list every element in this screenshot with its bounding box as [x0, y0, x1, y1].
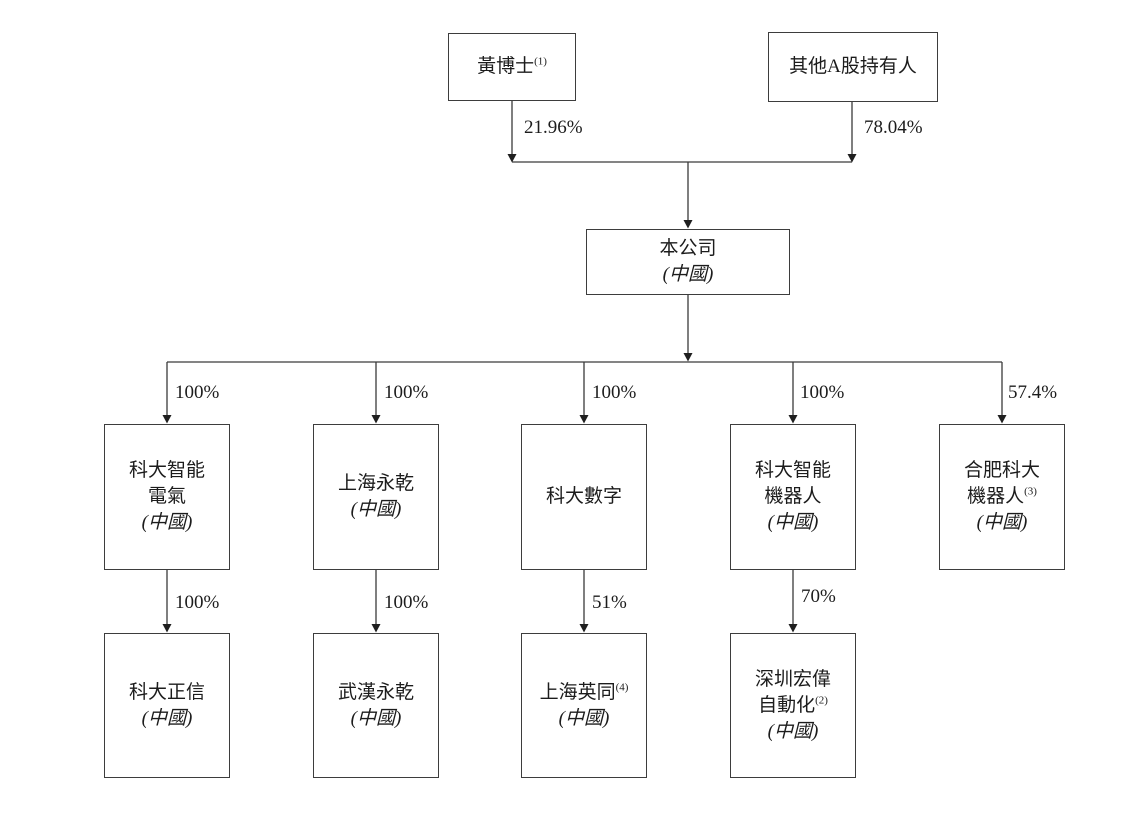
ownership-percentage: 100% [175, 592, 220, 613]
entity-name: 科大智能 [754, 460, 831, 481]
footnote-ref: (1) [534, 55, 547, 68]
entity-country: (中國) [141, 512, 193, 533]
ownership-percentage: 57.4% [1008, 382, 1058, 403]
ownership-percentage: 100% [384, 382, 429, 403]
node-keda-zhengxin: 科大正信 (中國) [104, 633, 230, 778]
entity-name: 深圳宏偉 [754, 668, 831, 690]
entity-name: 科大正信 [128, 681, 205, 703]
entity-name: 上海英同(4) [539, 681, 629, 703]
node-company: 本公司 (中國) [586, 229, 790, 295]
ownership-percentage: 100% [800, 382, 845, 403]
entity-name: 黃博士(1) [477, 55, 547, 77]
entity-name: 武漢永乾 [337, 681, 414, 703]
entity-name: 上海永乾 [337, 473, 414, 494]
node-keda-smart-electric: 科大智能 電氣 (中國) [104, 424, 230, 570]
node-other-a-shareholders: 其他A股持有人 [768, 32, 938, 102]
entity-country: (中國) [976, 512, 1028, 533]
entity-name-line2: 機器人 [764, 486, 822, 507]
entity-name: 其他A股持有人 [789, 56, 917, 77]
entity-name-line2: 電氣 [147, 486, 186, 507]
entity-country: (中國) [767, 512, 819, 533]
node-shenzhen-hongwei-automation: 深圳宏偉 自動化(2) (中國) [730, 633, 856, 778]
ownership-percentage: 51% [592, 592, 627, 613]
entity-name-line2: 自動化(2) [758, 694, 828, 716]
node-keda-smart-robot: 科大智能 機器人 (中國) [730, 424, 856, 570]
entity-country: (中國) [350, 499, 402, 520]
ownership-percentage: 70% [801, 586, 836, 607]
entity-country: (中國) [767, 720, 819, 742]
entity-country: (中國) [662, 264, 714, 285]
ownership-percentage: 100% [175, 382, 220, 403]
ownership-percentage-huang: 21.96% [524, 117, 583, 138]
ownership-percentage-other-a: 78.04% [864, 117, 923, 138]
entity-name: 合肥科大 [963, 460, 1040, 481]
ownership-percentage: 100% [592, 382, 637, 403]
entity-country: (中國) [558, 707, 610, 729]
node-wuhan-yongqian: 武漢永乾 (中國) [313, 633, 439, 778]
entity-name: 科大智能 [128, 460, 205, 481]
entity-name: 本公司 [659, 238, 717, 259]
node-shanghai-yingtong: 上海英同(4) (中國) [521, 633, 647, 778]
entity-name: 科大數字 [545, 486, 622, 507]
node-huang-doctor: 黃博士(1) [448, 33, 576, 101]
node-keda-digital: 科大數字 [521, 424, 647, 570]
footnote-ref: (3) [1024, 485, 1037, 498]
entity-name-line2: 機器人(3) [967, 485, 1037, 507]
footnote-ref: (4) [615, 681, 629, 694]
ownership-percentage: 100% [384, 592, 429, 613]
node-shanghai-yongqian: 上海永乾 (中國) [313, 424, 439, 570]
footnote-ref: (2) [815, 694, 828, 707]
node-hefei-keda-robot: 合肥科大 機器人(3) (中國) [939, 424, 1065, 570]
entity-country: (中國) [350, 707, 402, 729]
entity-country: (中國) [141, 707, 193, 729]
